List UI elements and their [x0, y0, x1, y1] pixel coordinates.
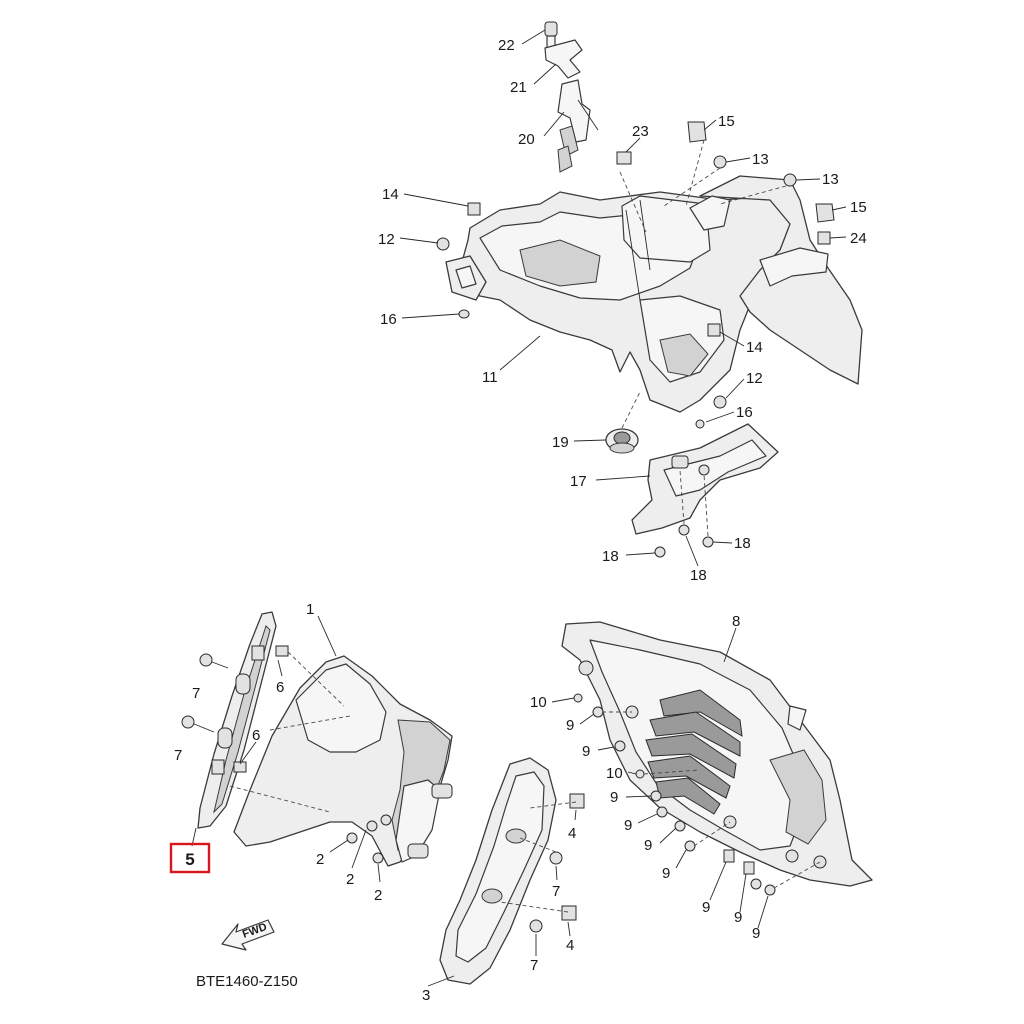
- lower-right-fasteners: [573, 693, 776, 896]
- callout-3: 3: [422, 987, 430, 1004]
- callout-14: 14: [382, 186, 399, 203]
- callout-9: 9: [702, 899, 710, 916]
- callout-14: 14: [746, 339, 763, 356]
- callout-9: 9: [644, 837, 652, 854]
- fwd-arrow-icon: FWD: [221, 919, 275, 951]
- part-21-bracket: [544, 39, 583, 79]
- part-8-side-panel: [561, 621, 873, 887]
- highlight-box: [169, 842, 211, 874]
- callout-16: 16: [736, 404, 753, 421]
- lower-left-assembly: FWD: [181, 611, 585, 987]
- callout-4: 4: [566, 937, 574, 954]
- callout-6: 6: [276, 679, 284, 696]
- callout-17: 17: [570, 473, 587, 490]
- callout-18: 18: [734, 535, 751, 552]
- callout-10: 10: [530, 694, 547, 711]
- callout-12: 12: [746, 370, 763, 387]
- callout-22: 22: [498, 37, 515, 54]
- callout-2: 2: [316, 851, 324, 868]
- callout-labels: 22 21 20 23 15 13 13 15 24 14 12 16 11 1…: [174, 37, 867, 1004]
- callout-19: 19: [552, 434, 569, 451]
- callout-23: 23: [632, 123, 649, 140]
- callout-20: 20: [518, 131, 535, 148]
- part-6-nut-upper: [275, 645, 289, 657]
- part-6-nut-lower: [233, 761, 247, 773]
- callout-1: 1: [306, 601, 314, 618]
- callout-8: 8: [732, 613, 740, 630]
- part-22-fastener: [544, 21, 558, 49]
- drawing-code: BTE1460-Z150: [196, 973, 298, 990]
- callout-7: 7: [530, 957, 538, 974]
- callout-7: 7: [552, 883, 560, 900]
- callout-18: 18: [602, 548, 619, 565]
- callout-6: 6: [252, 727, 260, 744]
- callout-7: 7: [174, 747, 182, 764]
- callout-13: 13: [752, 151, 769, 168]
- callout-9: 9: [582, 743, 590, 760]
- part-7-bolts-left: [181, 653, 229, 733]
- callout-18: 18: [690, 567, 707, 584]
- part-17-cover: [631, 423, 779, 535]
- callout-11: 11: [482, 369, 498, 386]
- callout-9: 9: [624, 817, 632, 834]
- callout-13: 13: [822, 171, 839, 188]
- part-19-grommet: [605, 428, 639, 454]
- callout-15: 15: [718, 113, 735, 130]
- callout-24: 24: [850, 230, 867, 247]
- callout-12: 12: [378, 231, 395, 248]
- callout-10: 10: [606, 765, 623, 782]
- rear-shell: [689, 175, 863, 385]
- part-1-front-fender: [233, 615, 453, 867]
- callout-2: 2: [374, 887, 382, 904]
- part-20-latch: [557, 79, 599, 173]
- callout-9: 9: [752, 925, 760, 942]
- callout-9: 9: [610, 789, 618, 806]
- upper-assembly: [399, 21, 863, 567]
- callout-4: 4: [568, 825, 576, 842]
- part-5-side-trim: [197, 611, 277, 829]
- callout-9: 9: [566, 717, 574, 734]
- highlight-label: 5: [185, 850, 194, 869]
- part-11-inner-body: [445, 191, 801, 413]
- lower-right-assembly: [551, 621, 873, 929]
- part-3-fender-cover: [427, 757, 557, 987]
- callout-21: 21: [510, 79, 527, 96]
- upper-fasteners: [436, 121, 835, 558]
- callout-9: 9: [662, 865, 670, 882]
- upper-leader-lines: [399, 29, 847, 567]
- callout-9: 9: [734, 909, 742, 926]
- highlighted-callout-5[interactable]: 5: [169, 842, 211, 874]
- callout-2: 2: [346, 871, 354, 888]
- lower-left-fasteners: [346, 793, 585, 933]
- lower-right-leader-lines: [551, 697, 821, 929]
- callout-15: 15: [850, 199, 867, 216]
- callout-16: 16: [380, 311, 397, 328]
- callout-7: 7: [192, 685, 200, 702]
- lower-left-leader-lines: [191, 651, 577, 956]
